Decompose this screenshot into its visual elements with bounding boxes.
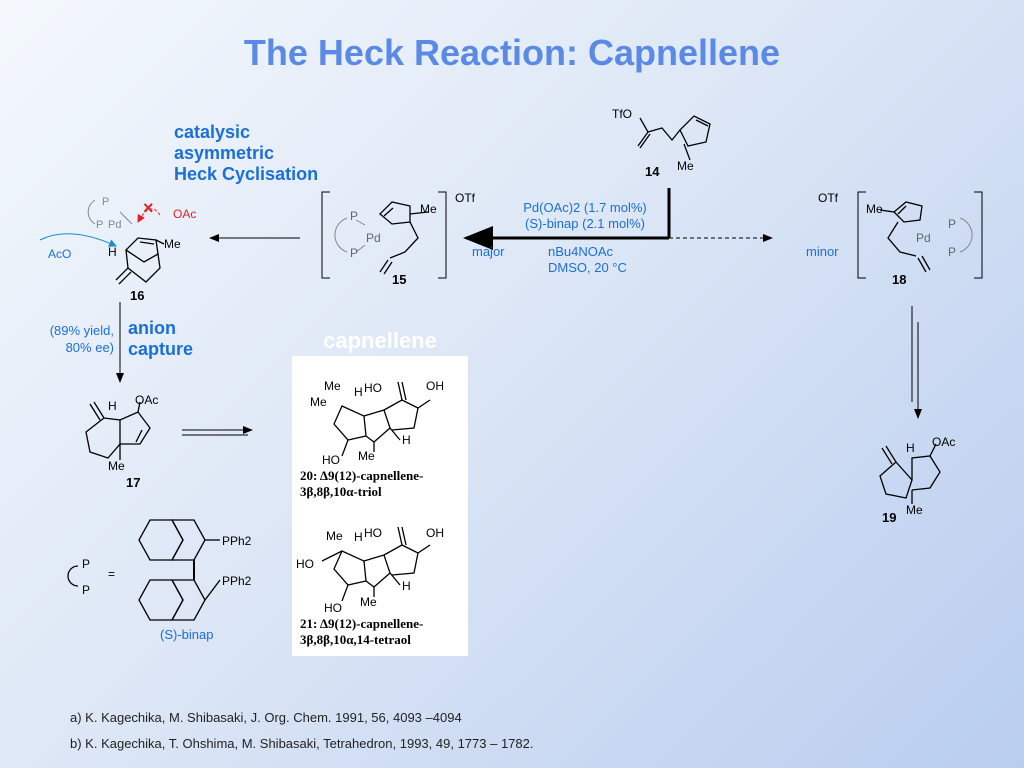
ho-label: HO — [322, 453, 340, 467]
compound-15-label: 15 — [392, 272, 406, 287]
p-label: P — [948, 245, 956, 259]
p-label: P — [948, 217, 956, 231]
ho-label: HO — [296, 557, 314, 571]
compound-19-label: 19 — [882, 510, 896, 525]
caption-20-line: 3β,8β,10α-triol — [300, 484, 382, 499]
p-label: P — [96, 219, 103, 231]
caption-21-line: 21: Δ9(12)-capnellene- — [300, 616, 424, 631]
me-label: Me — [677, 159, 694, 173]
ho-label: HO — [364, 381, 382, 395]
conditions-upper: Pd(OAc)2 (1.7 mol%) (S)-binap (2.1 mol%) — [510, 200, 660, 232]
reference-b: b) K. Kagechika, T. Ohshima, M. Shibasak… — [70, 736, 534, 751]
capnellene-panel: Me Me H HO OH H HO Me Me H HO OH HO H HO… — [292, 356, 468, 656]
oh-label: OH — [426, 526, 444, 540]
h-label: H — [402, 579, 411, 593]
compound-16 — [39, 199, 165, 285]
otf-label: OTf — [818, 191, 839, 205]
anion-heading: anion capture — [128, 318, 193, 360]
otf-label: OTf — [455, 191, 476, 205]
compound-17-label: 17 — [126, 475, 140, 490]
yield-note: (89% yield, 80% ee) — [30, 322, 114, 356]
capnellene-label: capnellene — [323, 328, 437, 353]
me-label: Me — [906, 503, 923, 517]
h-label: H — [108, 245, 117, 259]
yield-note-line: 80% ee) — [65, 340, 114, 355]
pd-label: Pd — [108, 219, 121, 231]
binap-structure — [67, 519, 221, 621]
binap-label: (S)-binap — [160, 627, 214, 642]
h-label: H — [906, 441, 915, 455]
caption-21: 21: Δ9(12)-capnellene- 3β,8β,10α,14-tetr… — [300, 616, 423, 648]
condition-additive: nBu4NOAc — [548, 244, 614, 259]
cross-mark: × — [143, 198, 154, 218]
compound-17 — [85, 401, 151, 460]
h-label: H — [354, 530, 363, 544]
compound-15 — [321, 191, 447, 279]
ho-label: HO — [364, 526, 382, 540]
pph2-label: PPh2 — [222, 574, 252, 588]
reference-a: a) K. Kagechika, M. Shibasaki, J. Org. C… — [70, 710, 462, 725]
major-label: major — [472, 244, 505, 259]
compound-18-label: 18 — [892, 272, 906, 287]
compound-16-label: 16 — [130, 288, 144, 303]
catalytic-heading-line: Heck Cyclisation — [174, 164, 319, 184]
oh-label: OH — [426, 379, 444, 393]
tfo-label: TfO — [612, 107, 632, 121]
compound-14 — [637, 115, 711, 161]
oac-label: OAc — [135, 393, 158, 407]
oac-red-label: OAc — [173, 207, 196, 221]
yield-note-line: (89% yield, — [49, 323, 114, 338]
catalytic-heading-line: catalysic — [174, 122, 251, 142]
condition-solvent: DMSO, 20 °C — [548, 260, 627, 275]
h-label: H — [108, 399, 117, 413]
caption-20: 20: Δ9(12)-capnellene- 3β,8β,10α-triol — [300, 468, 423, 500]
anion-heading-line: capture — [128, 339, 194, 359]
pph2-label: PPh2 — [222, 534, 252, 548]
me-label: Me — [866, 202, 883, 216]
me-label: Me — [164, 237, 181, 251]
h-label: H — [402, 433, 411, 447]
conditions-lower: nBu4NOAc DMSO, 20 °C — [548, 244, 668, 276]
catalytic-heading: catalysic asymmetric Heck Cyclisation — [174, 122, 318, 185]
ho-label: HO — [324, 601, 342, 615]
p-label: P — [102, 196, 109, 208]
equals-sign: = — [108, 567, 115, 581]
oac-label: OAc — [932, 435, 955, 449]
compound-14-label: 14 — [645, 164, 660, 179]
h-label: H — [354, 385, 363, 399]
me-label: Me — [360, 595, 377, 609]
me-label: Me — [420, 202, 437, 216]
me-label: Me — [324, 379, 341, 393]
compound-18 — [857, 191, 983, 279]
minor-label: minor — [806, 244, 839, 259]
aco-label: AcO — [48, 247, 71, 261]
me-label: Me — [108, 459, 125, 473]
caption-21-line: 3β,8β,10α,14-tetraol — [300, 632, 411, 647]
compound-19 — [879, 443, 941, 504]
me-label: Me — [358, 449, 375, 463]
condition-ligand: (S)-binap (2.1 mol%) — [525, 216, 645, 231]
capnellene-structures: Me Me H HO OH H HO Me Me H HO OH HO H HO… — [296, 379, 444, 615]
condition-catalyst: Pd(OAc)2 (1.7 mol%) — [523, 200, 647, 215]
catalytic-heading-line: asymmetric — [174, 143, 275, 163]
p-label: P — [82, 583, 90, 597]
page-title: The Heck Reaction: Capnellene — [243, 32, 781, 73]
anion-heading-line: anion — [128, 318, 176, 338]
p-label: P — [350, 246, 358, 260]
p-label: P — [82, 557, 90, 571]
me-label: Me — [310, 395, 327, 409]
pd-label: Pd — [916, 231, 931, 245]
me-label: Me — [326, 529, 343, 543]
caption-20-line: 20: Δ9(12)-capnellene- — [300, 468, 424, 483]
pd-label: Pd — [366, 231, 381, 245]
p-label: P — [350, 209, 358, 223]
